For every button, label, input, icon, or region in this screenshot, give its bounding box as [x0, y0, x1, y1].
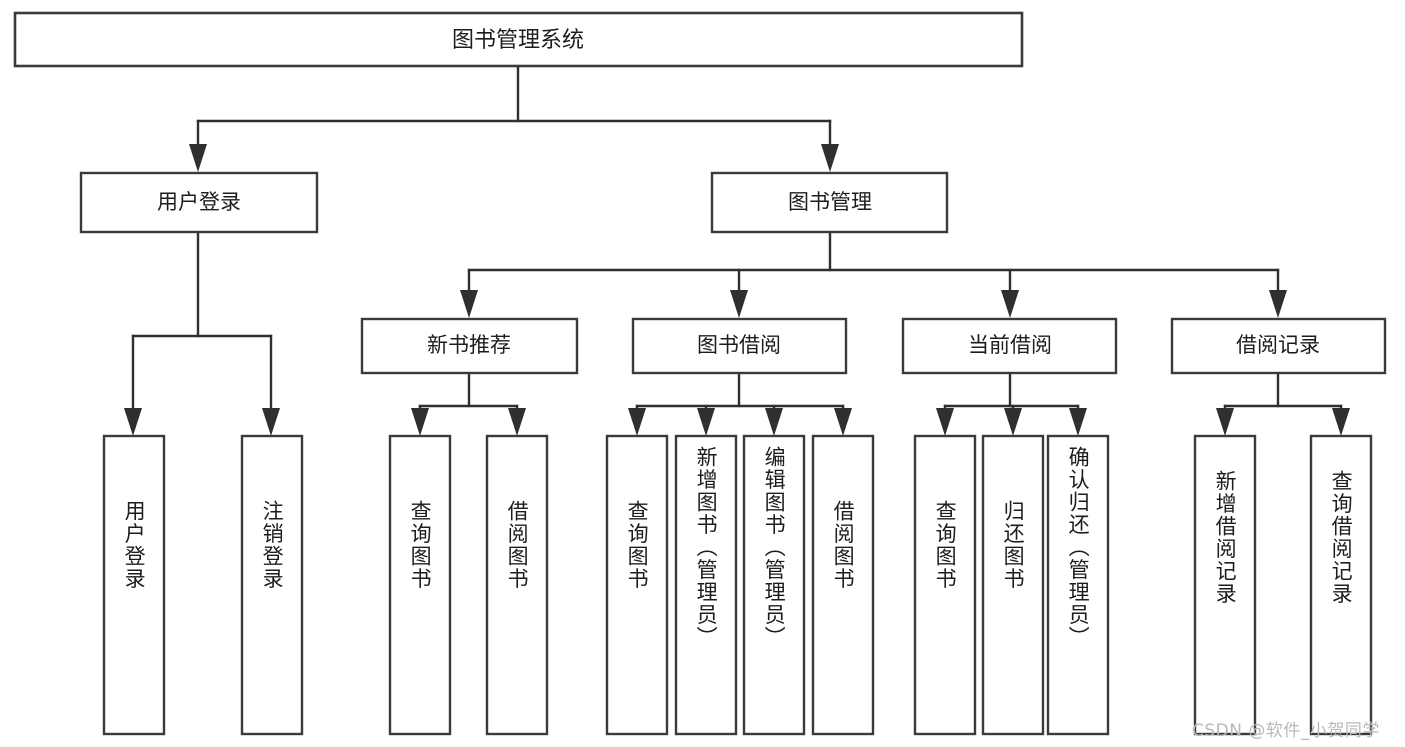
node-current-borrow-box[interactable]	[901, 317, 1118, 375]
arrow-ul-leaf-1	[262, 408, 280, 436]
node-borrow-record-box[interactable]	[1170, 317, 1387, 375]
node-root-label: 图书管理系统	[452, 28, 584, 53]
arrow-cb-2	[1069, 408, 1087, 436]
arrow-cb-0	[936, 408, 954, 436]
leaf-box-nbr-1[interactable]	[485, 434, 549, 736]
leaf-box-bb-2[interactable]	[742, 434, 806, 736]
leaf-box-user-login-0[interactable]	[102, 434, 166, 736]
arrow-bb-0	[628, 408, 646, 436]
arrow-book-manage	[821, 144, 839, 172]
node-current-borrow[interactable]: 当前借阅	[901, 317, 1118, 375]
node-book-borrow[interactable]: 图书借阅	[631, 317, 848, 375]
arrow-l2-1	[730, 290, 748, 318]
arrow-cb-1	[1004, 408, 1022, 436]
csdn-watermark: CSDN @软件_小贺同学	[1192, 721, 1380, 741]
leaf-box-user-login-1[interactable]	[240, 434, 304, 736]
node-new-book-recommend-box[interactable]	[360, 317, 579, 375]
leaf-box-bb-3[interactable]	[811, 434, 875, 736]
leaf-box-cb-2[interactable]	[1046, 434, 1110, 736]
arrow-l2-0	[460, 290, 478, 318]
node-user-login[interactable]: 用户登录	[79, 171, 319, 234]
arrow-bb-3	[834, 408, 852, 436]
node-book-manage[interactable]: 图书管理	[710, 171, 949, 234]
arrow-l2-2	[1001, 290, 1019, 318]
node-borrow-record[interactable]: 借阅记录	[1170, 317, 1387, 375]
node-book-borrow-box[interactable]	[631, 317, 848, 375]
arrow-bb-2	[765, 408, 783, 436]
connector-layer	[124, 64, 1350, 436]
arrow-br-0	[1216, 408, 1234, 436]
node-current-borrow-label: 当前借阅	[968, 333, 1052, 357]
leaf-box-cb-0[interactable]	[913, 434, 977, 736]
node-user-login-box[interactable]	[79, 171, 319, 234]
leaf-box-bb-0[interactable]	[605, 434, 669, 736]
arrow-nbr-1	[508, 408, 526, 436]
arrow-br-1	[1332, 408, 1350, 436]
leaf-box-br-1[interactable]	[1309, 434, 1373, 736]
node-book-borrow-label: 图书借阅	[697, 333, 781, 357]
leaf-box-br-0[interactable]	[1193, 434, 1257, 736]
node-borrow-record-label: 借阅记录	[1236, 333, 1320, 357]
leaf-box-nbr-0[interactable]	[388, 434, 452, 736]
arrow-ul-leaf-0	[124, 408, 142, 436]
node-new-book-recommend[interactable]: 新书推荐	[360, 317, 579, 375]
arrow-bb-1	[697, 408, 715, 436]
node-new-book-recommend-label: 新书推荐	[427, 333, 511, 357]
node-root[interactable]: 图书管理系统	[13, 11, 1024, 68]
node-user-login-label: 用户登录	[157, 190, 241, 214]
node-book-manage-box[interactable]	[710, 171, 949, 234]
arrow-user-login	[189, 144, 207, 172]
arrow-l2-3	[1269, 290, 1287, 318]
node-root-box[interactable]	[13, 11, 1024, 68]
leaf-box-bb-1[interactable]	[674, 434, 738, 736]
node-book-manage-label: 图书管理	[788, 190, 872, 214]
arrow-nbr-0	[411, 408, 429, 436]
leaf-box-cb-1[interactable]	[981, 434, 1045, 736]
leaf-box-layer	[102, 434, 1373, 736]
